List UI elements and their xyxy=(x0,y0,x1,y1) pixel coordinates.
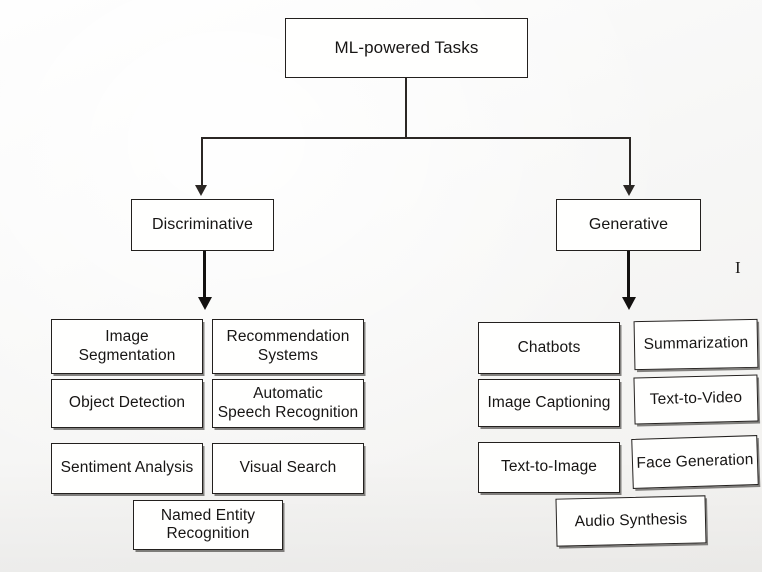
connector-drop-generative xyxy=(629,137,631,187)
node-chatbots[interactable]: Chatbots xyxy=(478,322,620,374)
node-face-generation[interactable]: Face Generation xyxy=(631,435,759,489)
node-audio-synthesis[interactable]: Audio Synthesis xyxy=(555,495,707,547)
node-named-entity-recognition[interactable]: Named Entity Recognition xyxy=(133,500,283,550)
connector-root-stem xyxy=(405,78,407,138)
node-object-detection[interactable]: Object Detection xyxy=(51,379,203,428)
text-cursor-icon: I xyxy=(735,258,741,277)
arrowhead-generative-icon xyxy=(623,185,635,196)
arrowhead-discriminative-leaves-icon xyxy=(197,297,212,310)
connector-horizontal-bus xyxy=(201,137,631,139)
node-image-captioning[interactable]: Image Captioning xyxy=(478,379,620,427)
connector-discriminative-to-leaves xyxy=(203,251,207,300)
node-recommendation-systems[interactable]: Recommendation Systems xyxy=(212,319,364,374)
node-visual-search[interactable]: Visual Search xyxy=(212,443,364,494)
node-sentiment-analysis[interactable]: Sentiment Analysis xyxy=(51,443,203,494)
node-generative[interactable]: Generative xyxy=(556,199,701,251)
connector-generative-to-leaves xyxy=(627,251,631,300)
node-discriminative[interactable]: Discriminative xyxy=(131,199,274,251)
node-root-ml-powered-tasks[interactable]: ML-powered Tasks xyxy=(285,18,528,78)
node-text-to-image[interactable]: Text-to-Image xyxy=(478,442,620,493)
arrowhead-generative-leaves-icon xyxy=(621,297,636,310)
arrowhead-discriminative-icon xyxy=(195,185,207,196)
node-text-to-video[interactable]: Text-to-Video xyxy=(633,374,759,425)
node-summarization[interactable]: Summarization xyxy=(633,318,759,371)
node-image-segmentation[interactable]: Image Segmentation xyxy=(51,319,203,374)
connector-drop-discriminative xyxy=(201,137,203,187)
node-automatic-speech-recognition[interactable]: Automatic Speech Recognition xyxy=(212,379,364,428)
